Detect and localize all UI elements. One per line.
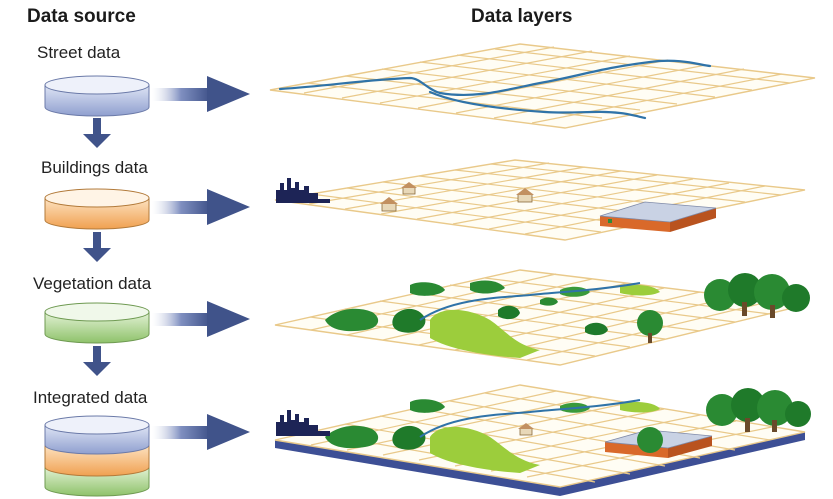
right-arrow-icon — [152, 76, 250, 112]
right-arrow-icon — [152, 189, 250, 225]
city-skyline-icon — [276, 178, 330, 203]
street-layer — [269, 43, 816, 129]
right-arrow-icon — [152, 301, 250, 337]
city-skyline-icon — [276, 410, 330, 436]
buildings-database-icon — [44, 188, 150, 230]
vegetation-patches — [325, 280, 660, 358]
down-arrow-icon — [83, 346, 111, 376]
right-arrow-icon — [152, 414, 250, 450]
house-icon — [518, 423, 534, 436]
house-icon — [401, 182, 417, 195]
down-arrow-icon — [83, 232, 111, 262]
integrated-data-label: Integrated data — [33, 388, 148, 407]
integrated-layer — [274, 384, 811, 496]
house-icon — [516, 188, 534, 203]
street-lines — [278, 59, 712, 120]
down-arrow-icons — [83, 118, 111, 376]
vegetation-data-label: Vegetation data — [33, 274, 152, 293]
buildings-data-label: Buildings data — [41, 158, 148, 177]
integrated-database-icon — [44, 415, 150, 497]
street-database-icon — [44, 75, 150, 117]
buildings-grid-plane — [274, 159, 806, 241]
data-layers-heading: Data layers — [471, 6, 573, 27]
street-data-label: Street data — [37, 43, 121, 62]
street-grid-plane — [269, 43, 816, 129]
large-building-icon — [599, 201, 717, 232]
integrated-base-side — [275, 432, 805, 496]
data-source-heading: Data source — [27, 6, 136, 27]
vegetation-database-icon — [44, 302, 150, 344]
right-arrow-icons — [152, 76, 250, 450]
buildings-layer — [274, 159, 806, 241]
tree-cluster-icon — [637, 388, 811, 453]
house-icon — [380, 197, 398, 212]
down-arrow-icon — [83, 118, 111, 148]
tree-cluster-icon — [637, 273, 810, 343]
vegetation-layer — [274, 269, 810, 366]
